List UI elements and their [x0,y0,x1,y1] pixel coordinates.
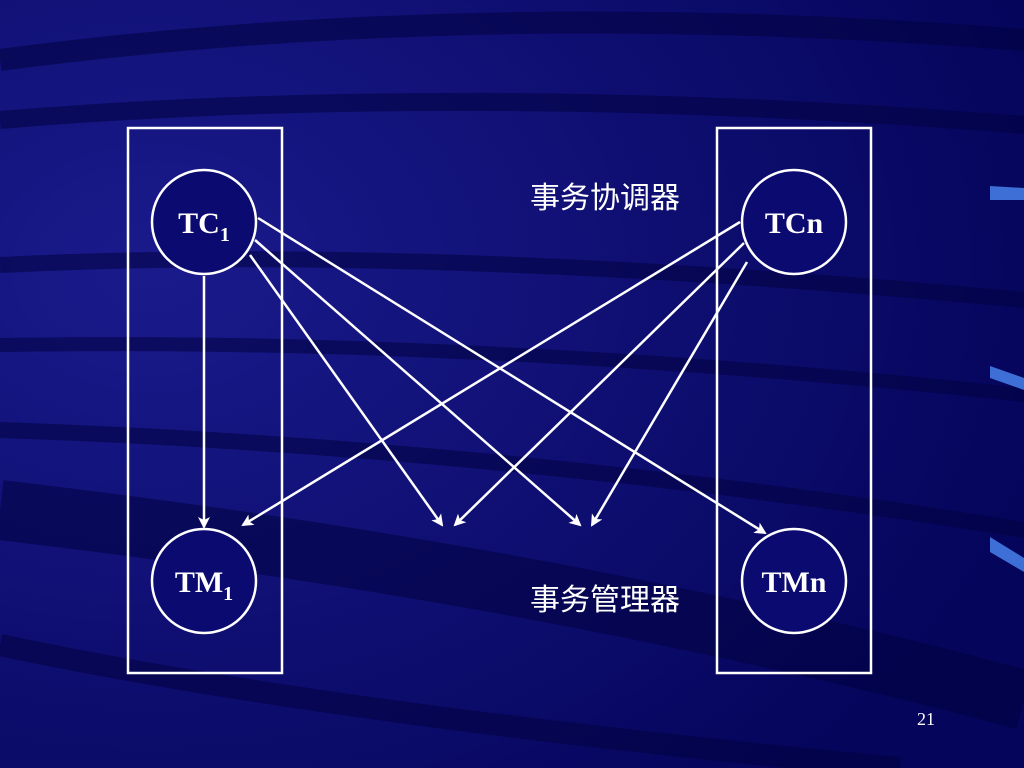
page-number: 21 [917,709,935,729]
node-tm1-label: TM1 [175,566,233,605]
node-tmn-label: TMn [761,566,826,599]
node-tmn-circle [740,527,848,635]
node-tc1: TC1 [150,168,258,276]
arrow-tc1-to-mid2 [254,239,582,527]
arrow-tc1-to-tmn [257,216,767,535]
node-tcn-label: TCn [765,207,824,240]
node-tcn-circle [740,168,848,276]
arrow-group [198,216,767,535]
arrow-tcn-to-tm1 [241,220,741,527]
arrow-tc1-to-mid1 [248,254,444,527]
node-tc1-circle [150,168,258,276]
accent-bars [990,186,1024,572]
arrow-tcn-to-mid2 [590,261,749,527]
left-group-frame [126,126,284,675]
caption-transaction-coordinators: 事务协调器 [530,181,680,216]
node-tc1-label: TC1 [178,207,230,246]
arrow-tcn-to-mid1 [453,242,745,527]
right-group-frame [715,126,873,675]
node-tm1: TM1 [150,527,258,635]
node-tm1-circle [150,527,258,635]
node-tmn: TMn [740,527,848,635]
background-swooshes [0,11,1024,768]
node-tcn: TCn [740,168,848,276]
caption-transaction-managers: 事务管理器 [530,583,680,618]
